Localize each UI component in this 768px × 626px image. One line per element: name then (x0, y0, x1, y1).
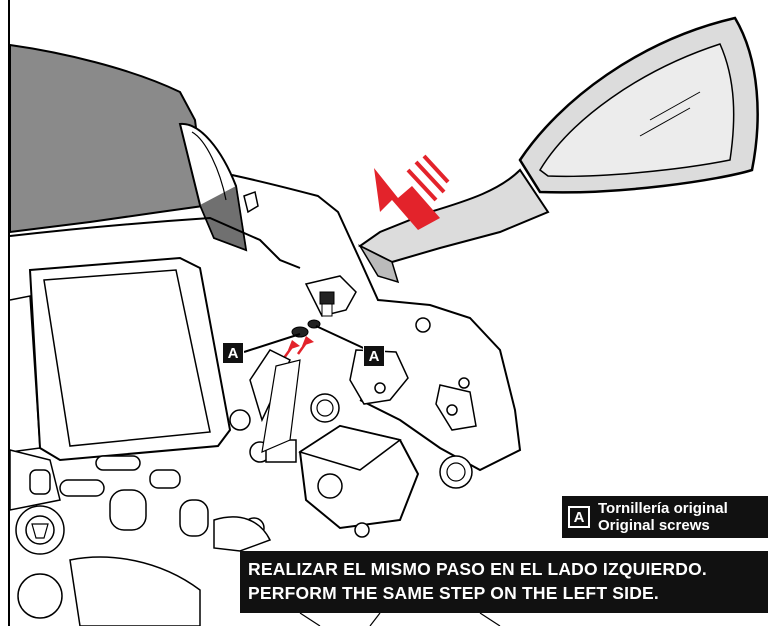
legend-line-english: Original screws (598, 517, 710, 534)
red-insert-arrows-icon (282, 336, 314, 359)
mirror-mount-bracket (304, 275, 477, 431)
legend-line-spanish: Tornillería original (598, 500, 728, 517)
windscreen (9, 43, 248, 252)
instruction-spanish: REALIZAR EL MISMO PASO EN EL LADO IZQUIE… (248, 559, 707, 579)
callout-a-right: A (363, 345, 385, 367)
legend-box: A Tornillería original Original screws (562, 496, 768, 538)
front-fairing (9, 174, 522, 472)
brake-master-cylinder (249, 424, 420, 538)
legend-key-a: A (568, 506, 590, 528)
instruction-english: PERFORM THE SAME STEP ON THE LEFT SIDE. (248, 583, 659, 603)
frame-structure (9, 349, 501, 626)
instruction-banner: REALIZAR EL MISMO PASO EN EL LADO IZQUIE… (240, 551, 768, 613)
callout-leader-lines (243, 325, 373, 353)
red-direction-arrow-icon (374, 154, 450, 230)
callout-a-left: A (222, 342, 244, 364)
legend-text: Tornillería original Original screws (598, 500, 728, 534)
instrument-cluster (9, 256, 232, 462)
rear-view-mirror (358, 16, 759, 284)
